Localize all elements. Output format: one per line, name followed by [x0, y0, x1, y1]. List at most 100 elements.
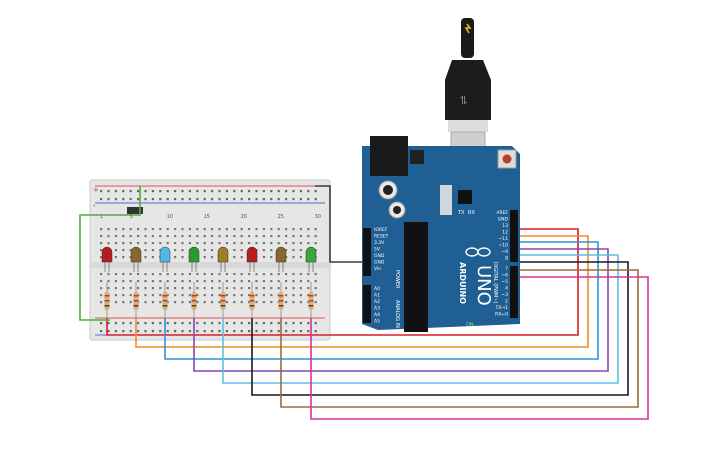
terminal-hole[interactable] — [277, 287, 280, 290]
terminal-hole[interactable] — [292, 249, 295, 252]
terminal-hole[interactable] — [277, 273, 280, 276]
terminal-hole[interactable] — [240, 235, 243, 238]
terminal-hole[interactable] — [166, 235, 169, 238]
rail-hole[interactable] — [277, 330, 280, 333]
terminal-hole[interactable] — [270, 249, 273, 252]
rail-hole[interactable] — [107, 198, 110, 201]
rail-hole[interactable] — [100, 190, 103, 193]
rail-hole[interactable] — [255, 322, 258, 325]
terminal-hole[interactable] — [292, 228, 295, 231]
terminal-hole[interactable] — [218, 301, 221, 304]
terminal-hole[interactable] — [129, 242, 132, 245]
rail-hole[interactable] — [107, 190, 110, 193]
terminal-hole[interactable] — [151, 301, 154, 304]
terminal-hole[interactable] — [114, 256, 117, 259]
terminal-hole[interactable] — [262, 235, 265, 238]
terminal-hole[interactable] — [292, 235, 295, 238]
terminal-hole[interactable] — [240, 287, 243, 290]
terminal-hole[interactable] — [129, 235, 132, 238]
terminal-hole[interactable] — [203, 235, 206, 238]
rail-hole[interactable] — [270, 190, 273, 193]
terminal-hole[interactable] — [218, 235, 221, 238]
terminal-hole[interactable] — [137, 280, 140, 283]
rail-hole[interactable] — [233, 322, 236, 325]
terminal-hole[interactable] — [218, 287, 221, 290]
rail-hole[interactable] — [211, 190, 214, 193]
terminal-hole[interactable] — [218, 294, 221, 297]
terminal-hole[interactable] — [114, 235, 117, 238]
terminal-hole[interactable] — [277, 235, 280, 238]
terminal-hole[interactable] — [122, 280, 125, 283]
terminal-hole[interactable] — [144, 235, 147, 238]
terminal-hole[interactable] — [248, 301, 251, 304]
rail-hole[interactable] — [203, 198, 206, 201]
terminal-hole[interactable] — [107, 280, 110, 283]
terminal-hole[interactable] — [188, 280, 191, 283]
resistor[interactable] — [278, 282, 284, 318]
terminal-hole[interactable] — [196, 294, 199, 297]
terminal-hole[interactable] — [114, 280, 117, 283]
terminal-hole[interactable] — [107, 287, 110, 290]
terminal-hole[interactable] — [166, 301, 169, 304]
rail-hole[interactable] — [307, 190, 310, 193]
terminal-hole[interactable] — [211, 273, 214, 276]
reset-button-icon[interactable] — [497, 149, 517, 169]
terminal-hole[interactable] — [240, 228, 243, 231]
terminal-hole[interactable] — [159, 228, 162, 231]
led[interactable] — [159, 246, 171, 272]
led[interactable] — [217, 246, 229, 272]
terminal-hole[interactable] — [166, 242, 169, 245]
terminal-hole[interactable] — [129, 273, 132, 276]
terminal-hole[interactable] — [144, 287, 147, 290]
rail-hole[interactable] — [114, 190, 117, 193]
terminal-hole[interactable] — [203, 249, 206, 252]
terminal-hole[interactable] — [299, 249, 302, 252]
rail-hole[interactable] — [151, 330, 154, 333]
terminal-hole[interactable] — [277, 280, 280, 283]
terminal-hole[interactable] — [181, 280, 184, 283]
digital-header-bottom[interactable] — [510, 266, 518, 318]
terminal-hole[interactable] — [285, 242, 288, 245]
rail-hole[interactable] — [225, 198, 228, 201]
terminal-hole[interactable] — [114, 301, 117, 304]
terminal-hole[interactable] — [129, 256, 132, 259]
rail-hole[interactable] — [159, 190, 162, 193]
terminal-hole[interactable] — [181, 235, 184, 238]
rail-hole[interactable] — [151, 198, 154, 201]
rail-hole[interactable] — [122, 190, 125, 193]
rail-hole[interactable] — [307, 198, 310, 201]
rail-hole[interactable] — [174, 322, 177, 325]
rail-hole[interactable] — [188, 322, 191, 325]
terminal-hole[interactable] — [255, 280, 258, 283]
rail-hole[interactable] — [277, 322, 280, 325]
terminal-hole[interactable] — [307, 235, 310, 238]
terminal-hole[interactable] — [100, 280, 103, 283]
rail-hole[interactable] — [211, 198, 214, 201]
terminal-hole[interactable] — [181, 294, 184, 297]
rail-hole[interactable] — [144, 198, 147, 201]
terminal-hole[interactable] — [285, 301, 288, 304]
rail-hole[interactable] — [107, 322, 110, 325]
terminal-hole[interactable] — [307, 280, 310, 283]
rail-hole[interactable] — [262, 198, 265, 201]
terminal-hole[interactable] — [248, 228, 251, 231]
terminal-hole[interactable] — [151, 294, 154, 297]
rail-hole[interactable] — [174, 198, 177, 201]
terminal-hole[interactable] — [107, 242, 110, 245]
rail-hole[interactable] — [233, 198, 236, 201]
terminal-hole[interactable] — [151, 249, 154, 252]
terminal-hole[interactable] — [100, 301, 103, 304]
terminal-hole[interactable] — [307, 294, 310, 297]
terminal-hole[interactable] — [137, 235, 140, 238]
rail-hole[interactable] — [196, 322, 199, 325]
terminal-hole[interactable] — [262, 294, 265, 297]
terminal-hole[interactable] — [299, 301, 302, 304]
terminal-hole[interactable] — [144, 256, 147, 259]
rail-hole[interactable] — [129, 190, 132, 193]
terminal-hole[interactable] — [285, 235, 288, 238]
rail-hole[interactable] — [285, 322, 288, 325]
terminal-hole[interactable] — [114, 294, 117, 297]
terminal-hole[interactable] — [233, 256, 236, 259]
rail-hole[interactable] — [225, 190, 228, 193]
terminal-hole[interactable] — [248, 273, 251, 276]
